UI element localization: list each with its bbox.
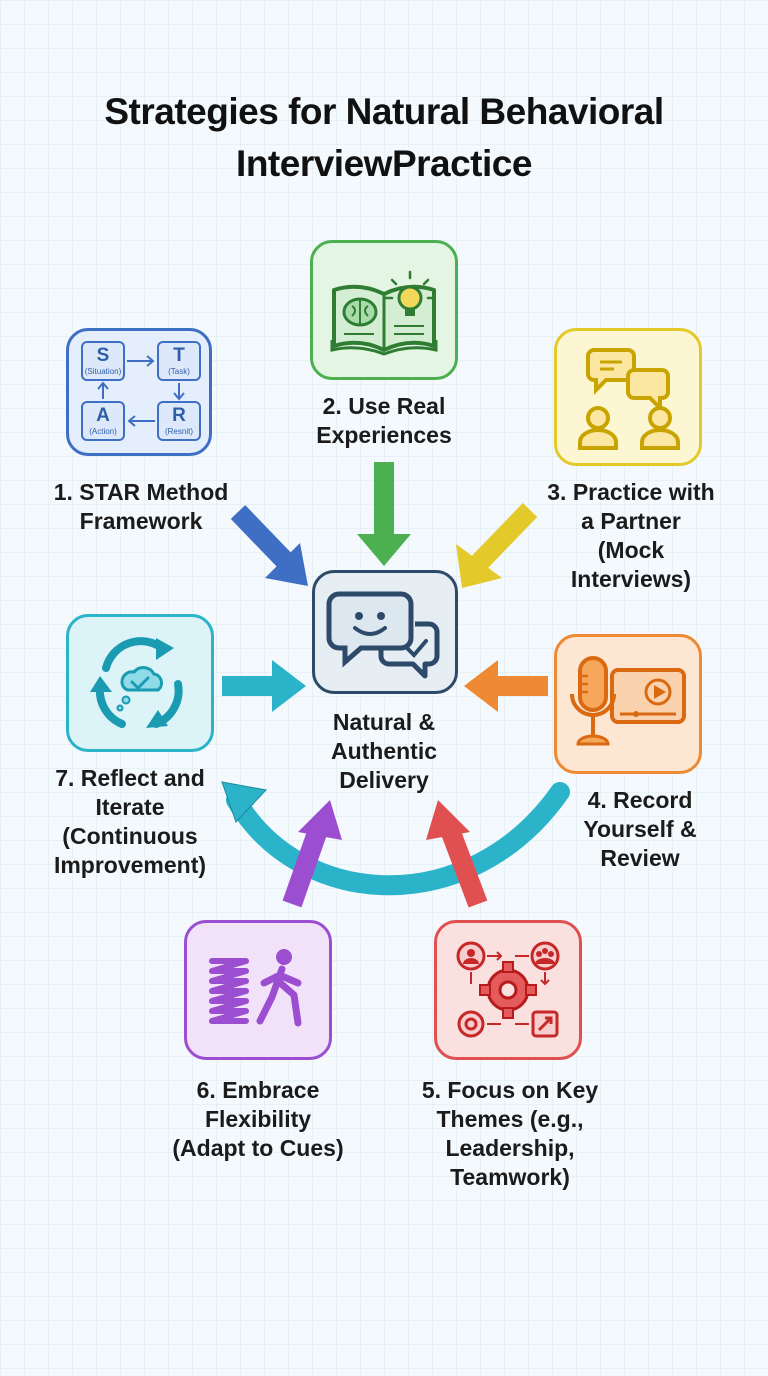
arrow-4-head xyxy=(464,660,498,712)
book-brain-icon xyxy=(330,270,438,356)
real-experiences-box xyxy=(310,240,458,380)
star-cell-r: R(Resnit) xyxy=(157,401,201,441)
strategy-4-label: 4. Record Yourself & Review xyxy=(583,787,697,871)
reflect-iterate-box xyxy=(66,614,214,752)
star-grid-icon: S(Situation) T(Task) A(Action) R(Resnit) xyxy=(77,339,201,445)
arrow-2-head xyxy=(357,534,411,566)
arrow-3-head xyxy=(456,544,502,588)
center-label: Natural & Authentic Delivery xyxy=(330,709,438,793)
arrow-7 xyxy=(222,676,278,696)
title-line-1: Strategies for Natural Behavioral xyxy=(104,91,664,132)
strategy-2-label: 2. Use Real Experiences xyxy=(316,393,452,448)
arrow-4 xyxy=(492,676,548,696)
star-method-box: S(Situation) T(Task) A(Action) R(Resnit) xyxy=(66,328,212,456)
strategy-3-label: 3. Practice with a Partner (Mock Intervi… xyxy=(547,479,715,592)
strategy-1-label: 1. STAR Method Framework xyxy=(53,479,229,534)
arrow-1 xyxy=(230,505,298,573)
cycle-thought-icon xyxy=(90,637,183,728)
strategy-5-label: 5. Focus on Key Themes (e.g., Leadership… xyxy=(421,1077,599,1190)
arrow-7-head xyxy=(272,660,306,712)
themes-gear-icon xyxy=(456,941,560,1038)
arrow-2 xyxy=(374,462,394,538)
title-line-2: InterviewPractice xyxy=(236,143,532,184)
key-themes-box xyxy=(434,920,582,1060)
star-cell-t: T(Task) xyxy=(157,341,201,381)
star-cell-a: A(Action) xyxy=(81,401,125,441)
cycle-arc-arrow xyxy=(226,782,570,896)
strategy-7-label: 7. Reflect and Iterate (Continuous Impro… xyxy=(53,765,207,878)
page-title: Strategies for Natural Behavioral Interv… xyxy=(0,86,768,190)
star-flow-arrows xyxy=(97,355,185,427)
cycle-arc-arrowhead xyxy=(221,781,267,823)
center-delivery-box xyxy=(312,570,458,694)
arrow-3 xyxy=(468,503,538,573)
arrow-5-head xyxy=(426,800,470,840)
microphone-video-icon xyxy=(570,656,686,746)
embrace-flexibility-box xyxy=(184,920,332,1060)
star-cell-s: S(Situation) xyxy=(81,341,125,381)
arrow-6-head xyxy=(298,800,342,840)
spring-walker-icon xyxy=(209,949,302,1027)
arrow-6 xyxy=(282,826,328,908)
record-review-box xyxy=(554,634,702,774)
practice-partner-box xyxy=(554,328,702,466)
strategy-6-label: 6. Embrace Flexibility (Adapt to Cues) xyxy=(172,1077,344,1161)
chat-bubbles-icon xyxy=(326,591,440,679)
two-people-chat-icon xyxy=(578,348,680,450)
arrow-1-head xyxy=(265,543,308,586)
arrow-5 xyxy=(440,826,488,908)
